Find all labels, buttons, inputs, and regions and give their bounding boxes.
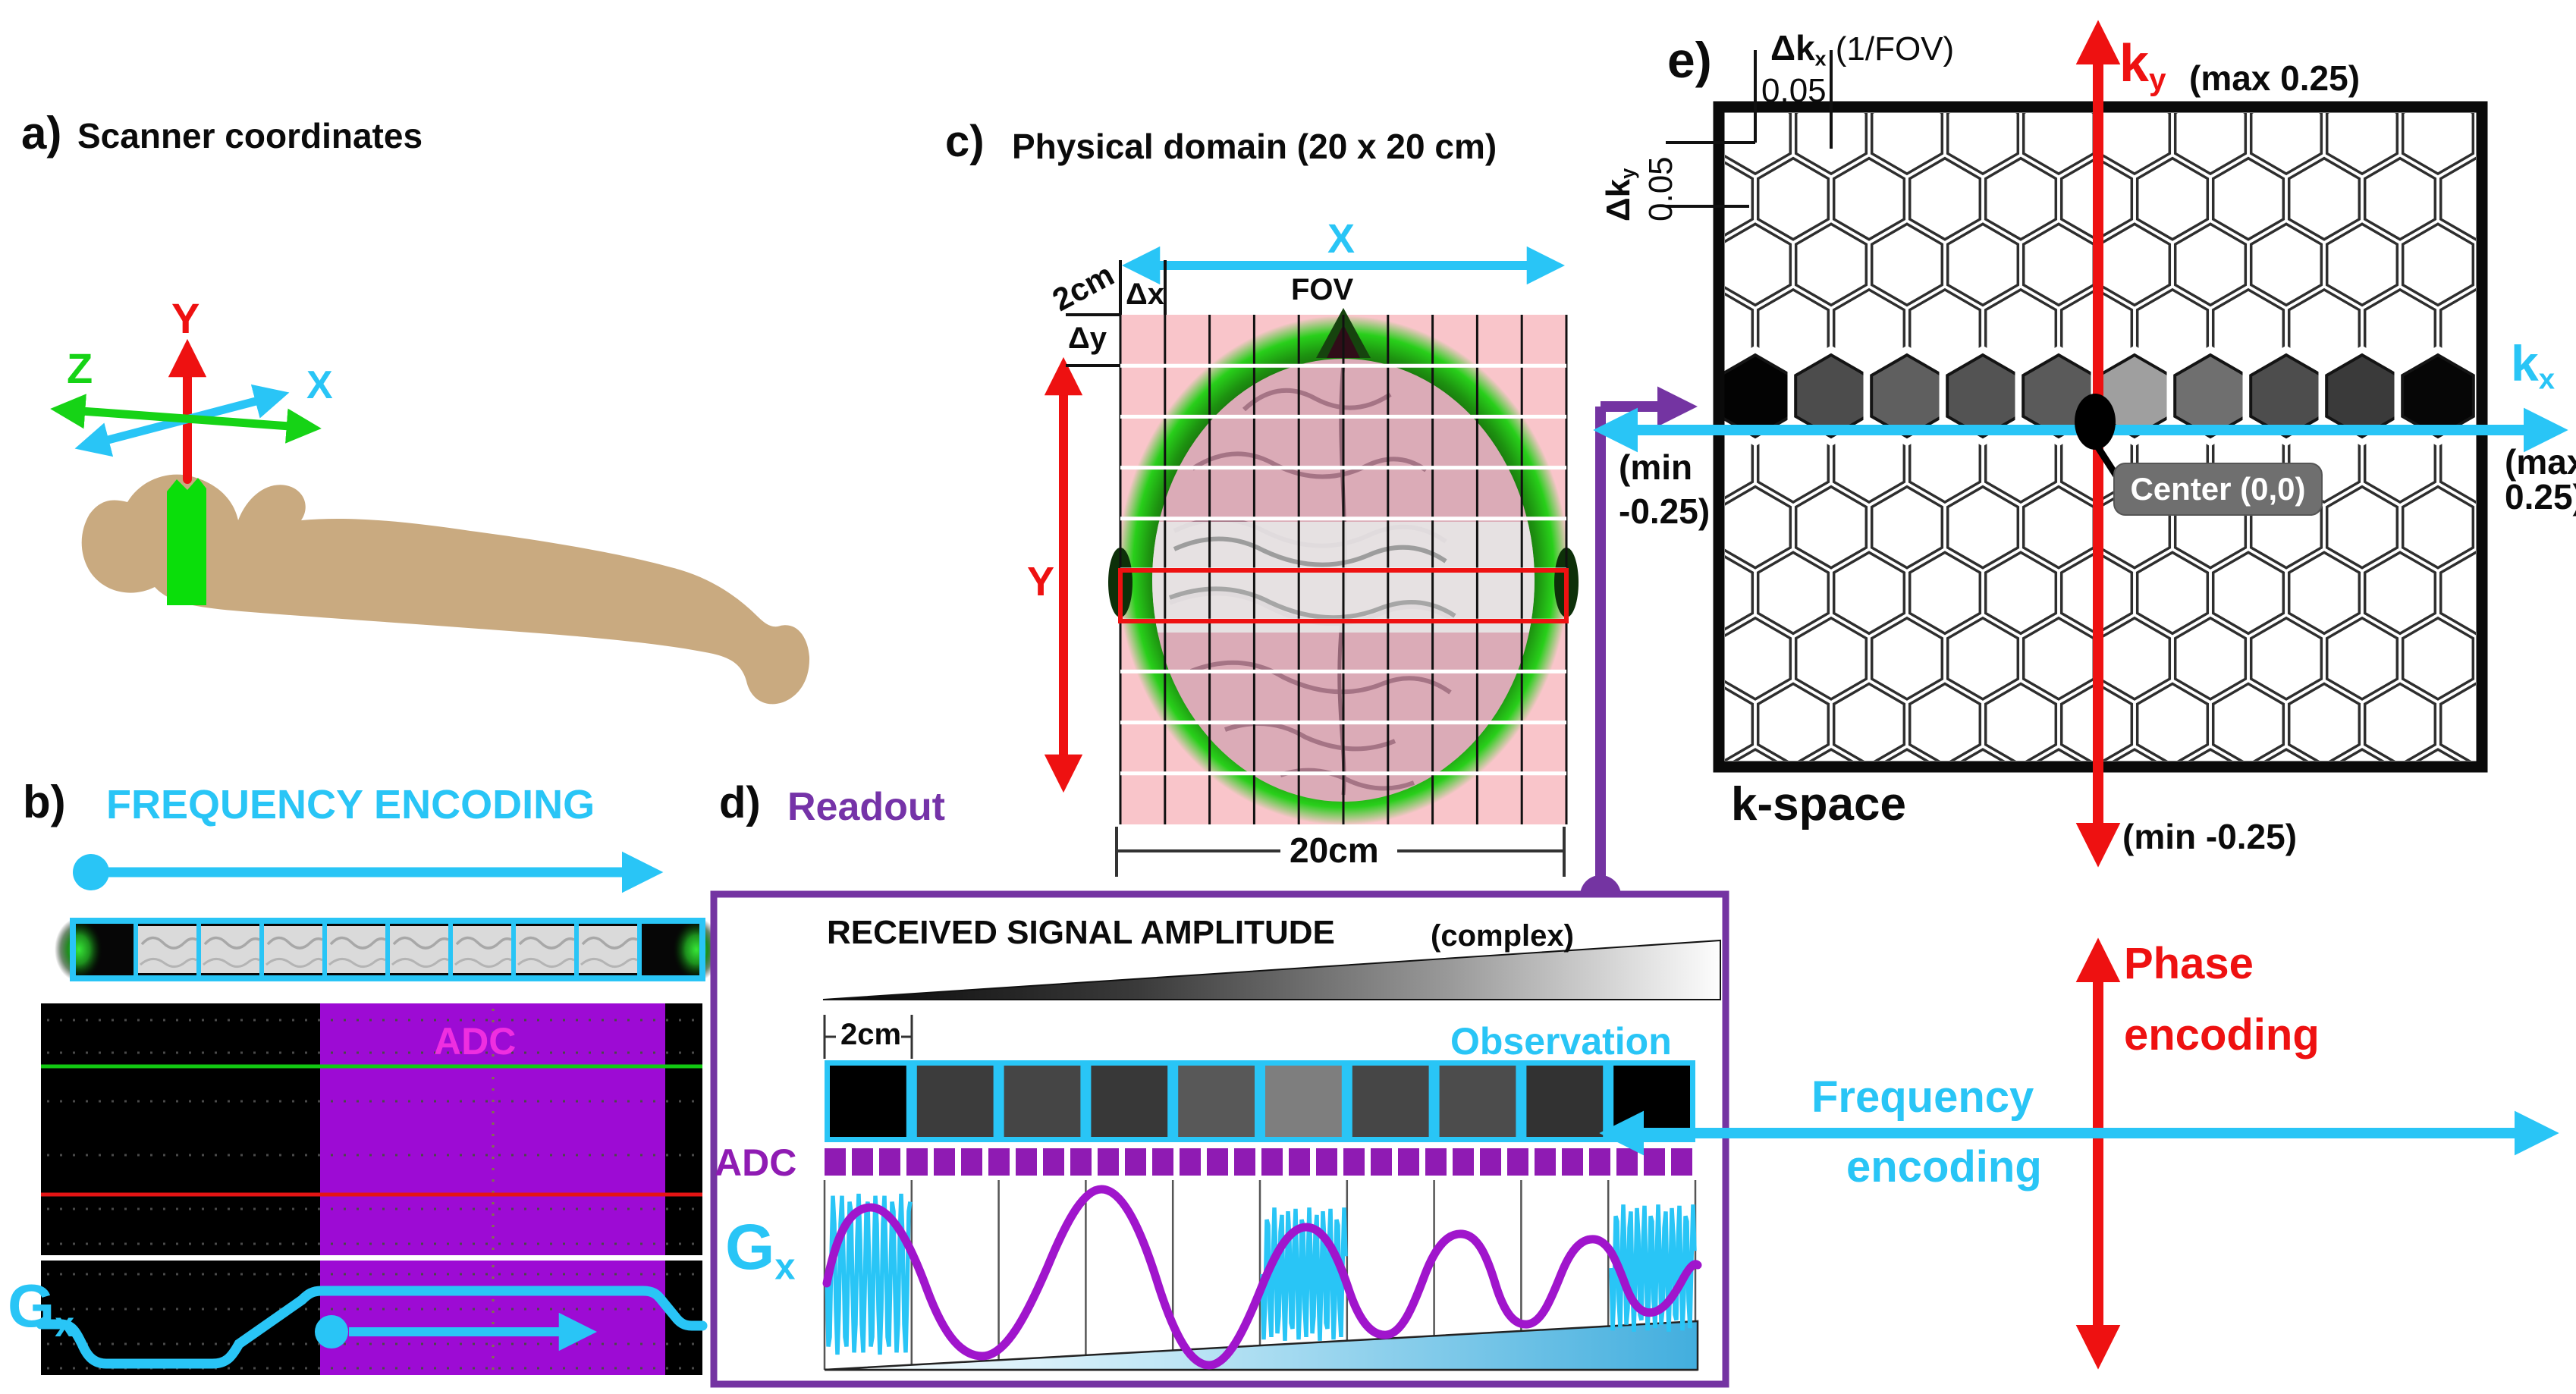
panel-b-tag: b) [23,777,66,827]
dkx-label: Δkx (1/FOV) [1770,28,1955,71]
readout-panel [710,890,1729,1388]
kspace-center-dot [2075,394,2116,450]
x-axis-label: X [306,363,333,407]
complex-label: (complex) [1431,919,1574,953]
dky-label: Δky [1600,168,1640,221]
kspace-center-badge: Center (0,0) [2113,463,2323,516]
gx-label: Gx [8,1272,75,1344]
frequency-encoding-label-2: encoding [1846,1142,2042,1191]
panel-b-title: FREQUENCY ENCODING [106,782,595,827]
fov-20cm-label: 20cm [1290,830,1379,870]
dkx-value: 0.05 [1761,72,1827,109]
gx-scope-panel [36,1261,708,1375]
encoding-crosshair [1599,937,2559,1370]
panel-d-tag: d) [719,778,761,827]
freq-encode-arrow [73,851,664,893]
scanner-axes [50,338,322,484]
dy-label: Δy [1068,322,1107,355]
fov-y-label: Y [1027,559,1055,604]
panel-e-tag: e) [1667,32,1712,88]
ky-axis-label: ky [2119,33,2166,97]
phase-encoding-label-2: encoding [2124,1010,2320,1060]
adc-window [320,1261,665,1375]
pixel-brackets [1066,260,1167,367]
panel-c-tag: c) [945,117,985,166]
frequency-encoding-label-1: Frequency [1811,1072,2034,1122]
gx-chirp-wave [822,1185,1702,1370]
kx-axis-label: kx [2511,335,2556,396]
dx-label: Δx [1126,278,1164,311]
physical-domain [1044,246,1579,877]
selected-row-outline [1118,568,1569,623]
amplitude-wedge [822,939,1721,1000]
dky-value: 0.05 [1642,156,1679,221]
kspace-label: k-space [1731,778,1906,830]
panel-a-tag: a) [21,108,62,159]
gx-wave-label: Gx [725,1211,796,1288]
fov-label: FOV [1291,273,1354,306]
readout-start-dot [315,1315,348,1348]
pixel-bracket [823,1015,913,1059]
z-axis-label: Z [67,344,93,392]
scope-panel [41,1003,702,1255]
panel-d-title: Readout [787,785,945,829]
y-axis-label: Y [171,294,200,342]
slice-select-band [167,478,206,605]
ky-min-label: (min -0.25) [2122,817,2298,856]
adc-comb-label: ADC [715,1141,797,1184]
adc-window-label: ADC [434,1020,517,1063]
gradient-ramp-wedge [824,1320,1699,1371]
panel-a-title: Scanner coordinates [77,116,423,155]
fov-x-label: X [1327,216,1356,262]
z-axis-arrow [50,394,322,444]
delta-k-brackets [1666,50,1833,208]
received-signal-label: RECEIVED SIGNAL AMPLITUDE [827,914,1335,951]
adc-window [320,1003,665,1255]
kspace-panel [1593,20,2568,868]
fov-measure [1115,827,1566,877]
brain-strip [55,918,721,981]
kx-min-label: (min-0.25) [1619,447,1711,531]
signal-bursts [825,1193,1697,1355]
panel-c-title: Physical domain (20 x 20 cm) [1012,127,1497,166]
body-silhouette [81,474,810,705]
gx-gradient-trace [36,1286,708,1369]
sample-2cm-label: 2cm [840,1018,902,1051]
ky-max-label: (max 0.25) [2189,58,2361,98]
observation-label: Observation [1450,1020,1672,1063]
adc-sampling-comb [825,1148,1692,1176]
phase-encoding-label-1: Phase [2124,939,2254,988]
